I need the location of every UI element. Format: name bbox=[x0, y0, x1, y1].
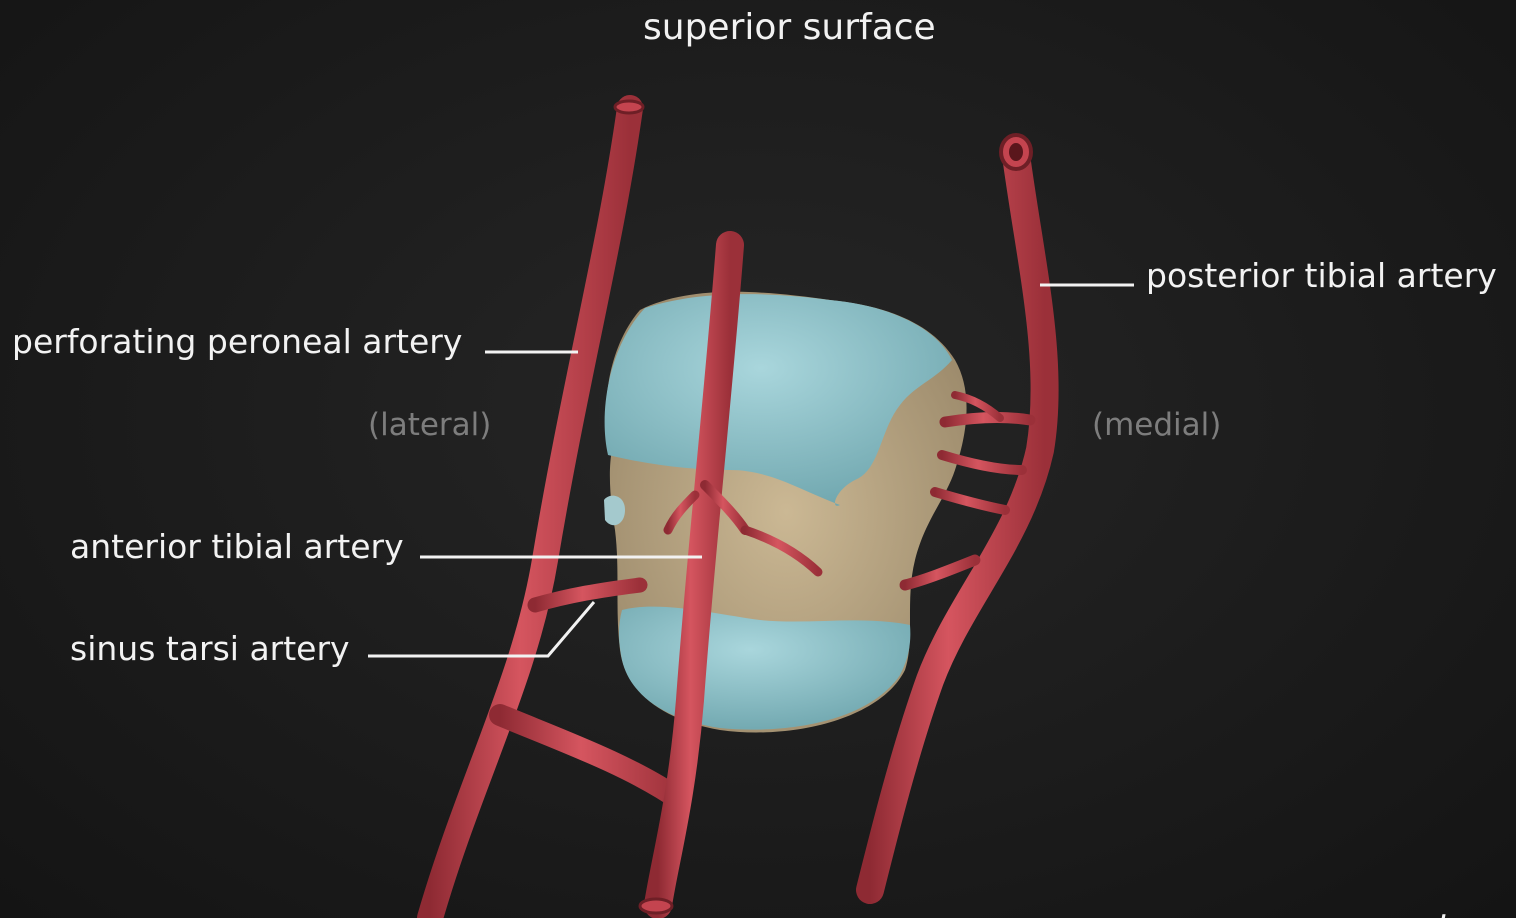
talus-head-cartilage bbox=[619, 607, 910, 730]
label-sinus-tarsi-artery: sinus tarsi artery bbox=[70, 632, 350, 665]
leader-sinus-tarsi bbox=[368, 602, 594, 656]
talus-bone bbox=[604, 292, 967, 733]
label-perforating-peroneal-artery: perforating peroneal artery bbox=[12, 325, 462, 358]
label-anterior-tibial-artery: anterior tibial artery bbox=[70, 530, 404, 563]
watermark-fragment: . bbox=[1440, 891, 1450, 918]
talus-lateral-process bbox=[604, 496, 625, 526]
diagram-title: superior surface bbox=[643, 10, 936, 46]
direction-lateral: (lateral) bbox=[368, 410, 491, 441]
connecting-branch bbox=[500, 715, 680, 800]
label-posterior-tibial-artery: posterior tibial artery bbox=[1146, 259, 1497, 292]
direction-medial: (medial) bbox=[1092, 410, 1221, 441]
